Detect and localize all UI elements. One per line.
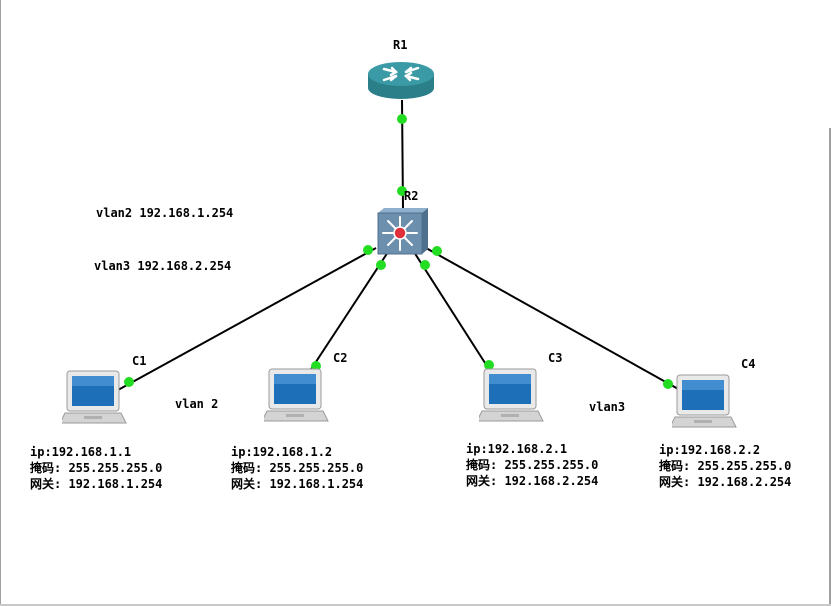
client-c1-name: C1: [132, 354, 147, 368]
client-c2-config: ip:192.168.1.2 掩码: 255.255.255.0 网关: 192…: [231, 444, 363, 492]
client-c3-config: ip:192.168.2.1 掩码: 255.255.255.0 网关: 192…: [466, 441, 598, 489]
client-c4-name: C4: [741, 357, 756, 371]
client-c1-mask: 掩码: 255.255.255.0: [30, 461, 163, 475]
canvas-border-right: [829, 128, 831, 606]
laptop-icon[interactable]: [264, 368, 330, 424]
laptop-icon[interactable]: [62, 370, 128, 426]
vlan3-interface-note: vlan3 192.168.2.254: [94, 259, 232, 273]
client-c2-name: C2: [333, 351, 348, 365]
link-r2-c2: [305, 251, 389, 378]
router-icon[interactable]: [366, 54, 436, 102]
link-r2-c4: [425, 247, 681, 391]
port-indicator: [397, 114, 407, 124]
canvas-border-bottom: [0, 604, 831, 606]
port-indicator: [124, 377, 134, 387]
link-r2-c3: [413, 251, 495, 378]
laptop-icon[interactable]: [479, 368, 545, 424]
client-c4-gateway: 网关: 192.168.2.254: [659, 475, 792, 489]
client-c3-gateway: 网关: 192.168.2.254: [466, 474, 599, 488]
client-c3-ip: ip:192.168.2.1: [466, 442, 568, 456]
client-c4-mask: 掩码: 255.255.255.0: [659, 459, 792, 473]
client-c4-ip: ip:192.168.2.2: [659, 443, 761, 457]
client-c2-mask: 掩码: 255.255.255.0: [231, 461, 364, 475]
port-indicator: [432, 246, 442, 256]
vlan2-group-label: vlan 2: [175, 397, 219, 411]
link-r2-c1: [117, 247, 377, 391]
client-c3-mask: 掩码: 255.255.255.0: [466, 458, 599, 472]
vlan3-group-label: vlan3: [589, 400, 626, 414]
client-c1-ip: ip:192.168.1.1: [30, 445, 132, 459]
client-c1-gateway: 网关: 192.168.1.254: [30, 477, 163, 491]
router-name: R1: [393, 38, 408, 52]
switch-name: R2: [404, 189, 419, 203]
client-c4-config: ip:192.168.2.2 掩码: 255.255.255.0 网关: 192…: [659, 442, 791, 490]
port-indicator: [363, 245, 373, 255]
client-c2-gateway: 网关: 192.168.1.254: [231, 477, 364, 491]
port-indicator: [420, 260, 430, 270]
laptop-icon[interactable]: [672, 374, 738, 430]
client-c1-config: ip:192.168.1.1 掩码: 255.255.255.0 网关: 192…: [30, 444, 162, 492]
layer3-switch-icon[interactable]: [376, 207, 430, 255]
port-indicator: [484, 360, 494, 370]
vlan2-interface-note: vlan2 192.168.1.254: [96, 206, 234, 220]
port-indicator: [376, 260, 386, 270]
canvas-border-left: [0, 0, 1, 606]
client-c2-ip: ip:192.168.1.2: [231, 445, 333, 459]
port-indicator: [397, 186, 407, 196]
client-c3-name: C3: [548, 351, 563, 365]
port-indicator: [663, 379, 673, 389]
